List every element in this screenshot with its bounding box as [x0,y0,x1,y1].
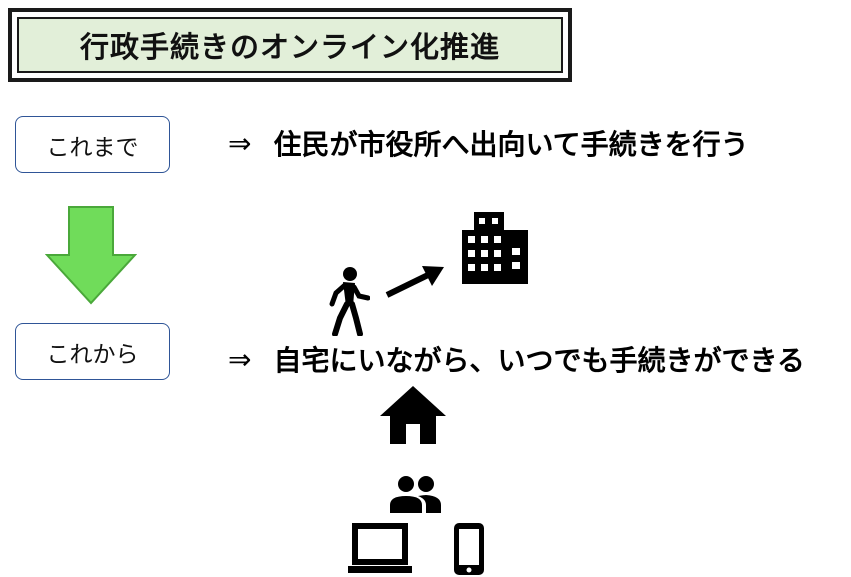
implies-arrow-before: ⇒ [228,126,252,160]
label-after: これから [15,323,170,380]
arrow-right-up-icon [384,262,446,300]
walking-person-icon [326,266,370,336]
office-building-icon [460,210,530,284]
before-description: 住民が市役所へ出向いて手続きを行う [273,128,749,161]
laptop-icon [348,522,412,574]
label-before: これまで [15,116,170,173]
title-frame: 行政手続きのオンライン化推進 [8,8,572,82]
before-row: ⇒ 住民が市役所へ出向いて手続きを行う [228,120,749,166]
people-icon [388,475,442,515]
after-row: ⇒ 自宅にいながら、いつでも手続きができる [228,336,805,382]
down-arrow [45,205,137,305]
after-description: 自宅にいながら、いつでも手続きができる [273,344,805,377]
page-title: 行政手続きのオンライン化推進 [17,17,563,73]
home-icon [378,384,448,446]
smartphone-icon [452,521,486,577]
implies-arrow-after: ⇒ [228,342,252,376]
